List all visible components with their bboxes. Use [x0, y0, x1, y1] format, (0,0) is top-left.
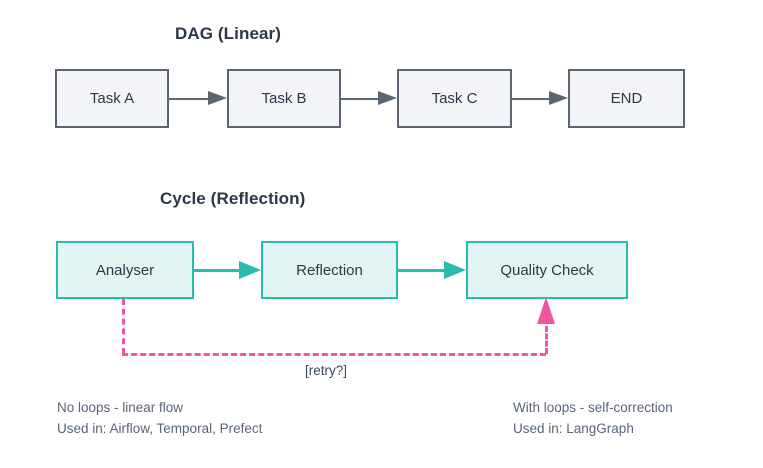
node-end: END — [568, 69, 685, 128]
cycle-caption: With loops - self-correction Used in: La… — [513, 397, 673, 439]
node-task-a-label: Task A — [89, 90, 135, 107]
node-task-b-label: Task B — [261, 90, 307, 107]
arrow-head-icon — [208, 91, 227, 105]
retry-path-horizontal — [122, 353, 546, 356]
arrow-head-icon — [549, 91, 568, 105]
arrow-task-b-to-task-c — [341, 91, 397, 106]
arrow-reflection-to-quality-check — [398, 261, 466, 279]
cycle-section-title: Cycle (Reflection) — [160, 189, 306, 208]
arrow-line — [341, 97, 381, 100]
arrow-head-icon — [239, 261, 261, 279]
dag-caption-line2: Used in: Airflow, Temporal, Prefect — [57, 421, 263, 436]
node-quality-check-label: Quality Check — [500, 261, 594, 279]
node-reflection: Reflection — [261, 241, 398, 299]
node-task-c: Task C — [397, 69, 512, 128]
cycle-caption-line2: Used in: LangGraph — [513, 421, 634, 436]
node-task-a: Task A — [55, 69, 169, 128]
retry-path-vertical-left — [122, 299, 125, 354]
node-task-c-label: Task C — [431, 90, 478, 107]
arrow-task-a-to-task-b — [169, 91, 227, 106]
arrow-line — [512, 97, 552, 100]
arrow-analyser-to-reflection — [194, 261, 261, 279]
retry-arrow-head-icon — [537, 297, 555, 324]
arrow-head-icon — [378, 91, 397, 105]
arrow-line — [169, 97, 211, 100]
arrow-task-c-to-end — [512, 91, 568, 106]
cycle-caption-line1: With loops - self-correction — [513, 400, 673, 415]
dag-section-title: DAG (Linear) — [175, 24, 282, 43]
node-task-b: Task B — [227, 69, 341, 128]
node-analyser: Analyser — [56, 241, 194, 299]
retry-edge-label: [retry?] — [305, 363, 348, 378]
dag-caption-line1: No loops - linear flow — [57, 400, 184, 415]
node-quality-check: Quality Check — [466, 241, 628, 299]
dag-caption: No loops - linear flow Used in: Airflow,… — [57, 397, 262, 439]
node-end-label: END — [610, 90, 643, 107]
node-reflection-label: Reflection — [296, 261, 363, 279]
node-analyser-label: Analyser — [95, 261, 155, 279]
arrow-line — [194, 268, 243, 272]
arrow-line — [398, 268, 448, 272]
retry-path-vertical-right — [545, 326, 548, 354]
arrow-head-icon — [444, 261, 466, 279]
